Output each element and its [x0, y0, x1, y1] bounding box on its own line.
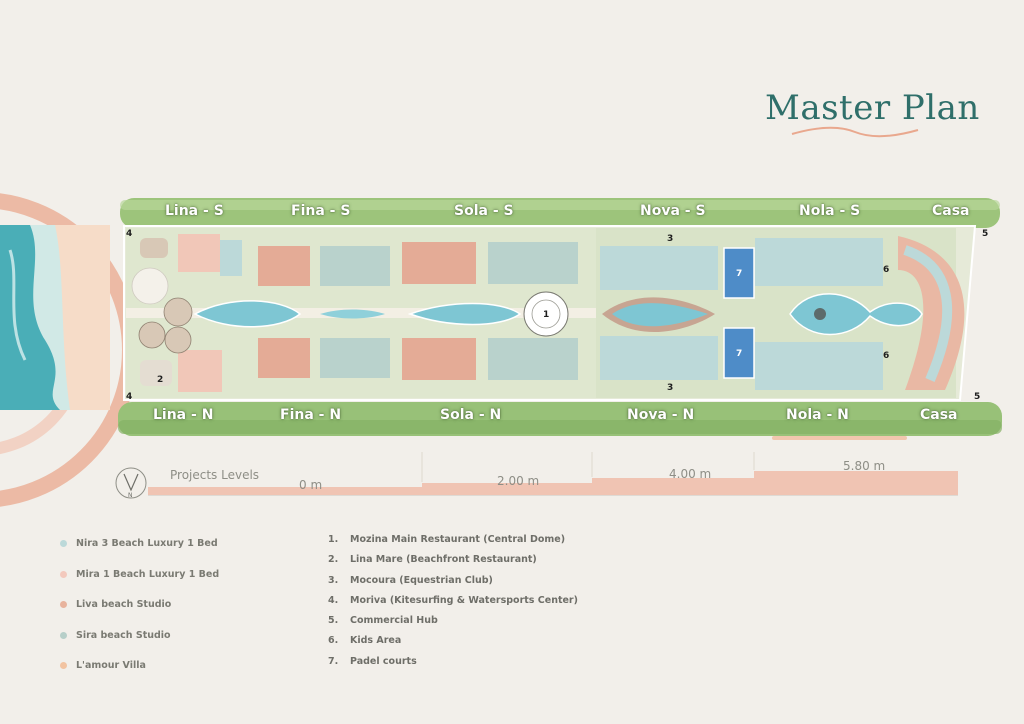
amenity-label: Kids Area	[350, 635, 402, 647]
marker-4-south: 4	[126, 229, 132, 239]
level-2m: 2.00 m	[497, 474, 540, 488]
sand-strip	[772, 436, 907, 440]
sea	[0, 225, 110, 410]
level-0m: 0 m	[299, 478, 323, 492]
zone-label-nola-n: Nola - N	[786, 407, 849, 423]
level-bars	[148, 452, 958, 496]
marker-6-south: 6	[883, 265, 889, 275]
zone-label-nova-n: Nova - N	[627, 407, 695, 423]
legend-item-sira: Sira beach Studio	[60, 628, 219, 643]
zone-label-nova-s: Nova - S	[640, 203, 706, 219]
amenity-label: Commercial Hub	[350, 615, 438, 627]
legend-swatch-nira	[60, 540, 67, 547]
beach-restaurant-rounds	[131, 238, 193, 386]
marker-7-south: 7	[736, 269, 742, 279]
map-markers: 1 2 3 3 4 4 5 5 6 6 7 7	[126, 229, 988, 402]
master-plan-map: 1 2 3 3 4 4 5 5 6 6 7 7	[0, 193, 1002, 507]
legend-item-liva: Liva beach Studio	[60, 597, 219, 612]
amenity-number: 5.	[328, 615, 339, 627]
unit-type-legend: Nira 3 Beach Luxury 1 Bed Mira 1 Beach L…	[60, 536, 219, 689]
amenity-item: 7. Padel courts	[328, 655, 578, 669]
legend-swatch-lamour	[60, 662, 67, 670]
title-underline-wave	[791, 126, 919, 138]
amenity-number: 3.	[328, 574, 339, 586]
legend-label-mira: Mira 1 Beach Luxury 1 Bed	[76, 568, 220, 580]
pools	[193, 293, 923, 336]
level-5-8m: 5.80 m	[843, 459, 886, 473]
amenity-number: 2.	[328, 554, 339, 566]
amenity-item: 4. Moriva (Kitesurfing & Watersports Cent…	[328, 594, 578, 608]
amenity-label: Mozina Main Restaurant (Central Dome)	[350, 534, 566, 545]
legend-item-nira: Nira 3 Beach Luxury 1 Bed	[60, 536, 219, 551]
legend-item-mira: Mira 1 Beach Luxury 1 Bed	[60, 567, 219, 582]
marker-6-north: 6	[883, 351, 889, 361]
compass-icon: N	[115, 467, 147, 499]
zone-label-lina-s: Lina - S	[165, 203, 224, 219]
amenity-number: 7.	[328, 655, 339, 667]
legend-item-lamour: L'amour Villa	[60, 658, 219, 673]
greenery-north	[118, 402, 1002, 436]
marker-5-north: 5	[974, 392, 980, 402]
unit-blocks	[178, 234, 965, 392]
amenity-label: Padel courts	[350, 655, 417, 667]
marker-3-south: 3	[667, 234, 673, 244]
amenity-item: 1. Mozina Main Restaurant (Central Dome)	[328, 533, 578, 547]
amenity-label: Lina Mare (Beachfront Restaurant)	[350, 554, 537, 566]
amenity-number: 1.	[328, 534, 339, 545]
amenity-number: 4.	[328, 594, 339, 606]
zone-label-casa-s: Casa	[932, 203, 970, 219]
marker-4-north: 4	[126, 392, 132, 402]
level-4m: 4.00 m	[669, 467, 712, 481]
legend-label-sira: Sira beach Studio	[76, 629, 171, 641]
amenity-item: 3. Mocoura (Equestrian Club)	[328, 574, 578, 588]
legend-swatch-liva	[60, 601, 67, 609]
marker-1: 1	[543, 310, 549, 320]
marker-2: 2	[157, 375, 163, 385]
zone-label-nola-s: Nola - S	[799, 203, 861, 219]
zone-label-sola-n: Sola - N	[440, 407, 502, 423]
zone-label-lina-n: Lina - N	[153, 407, 214, 423]
amenity-label: Moriva (Kitesurfing & Watersports Center…	[350, 594, 578, 606]
levels-title: Projects Levels	[170, 468, 260, 482]
zone-label-sola-s: Sola - S	[454, 203, 514, 219]
compass-label: N	[128, 492, 133, 499]
zone-label-fina-n: Fina - N	[280, 407, 342, 423]
legend-label-liva: Liva beach Studio	[76, 599, 172, 611]
amenity-number: 6.	[328, 635, 339, 647]
amenity-label: Mocoura (Equestrian Club)	[350, 574, 493, 586]
marker-3-north: 3	[667, 383, 673, 393]
greenery-south	[120, 198, 1000, 228]
amenity-item: 2. Lina Mare (Beachfront Restaurant)	[328, 553, 578, 567]
central-dome	[523, 291, 569, 337]
amenities-list: 1.Mozina Main Restaurant (Central Dome) …	[328, 533, 578, 675]
legend-swatch-mira	[60, 570, 67, 578]
marker-7-north: 7	[736, 349, 742, 359]
zone-label-fina-s: Fina - S	[291, 203, 351, 219]
page-title: Master Plan	[765, 88, 980, 128]
legend-label-nira: Nira 3 Beach Luxury 1 Bed	[76, 538, 218, 549]
legend-label-lamour: L'amour Villa	[76, 660, 146, 672]
legend-swatch-sira	[60, 631, 67, 639]
amenity-item: 6. Kids Area	[328, 634, 578, 648]
padel-courts	[723, 247, 755, 379]
zone-label-casa-n: Casa	[920, 407, 958, 423]
amenity-item: 5. Commercial Hub	[328, 614, 578, 628]
marker-5-south: 5	[982, 229, 988, 239]
